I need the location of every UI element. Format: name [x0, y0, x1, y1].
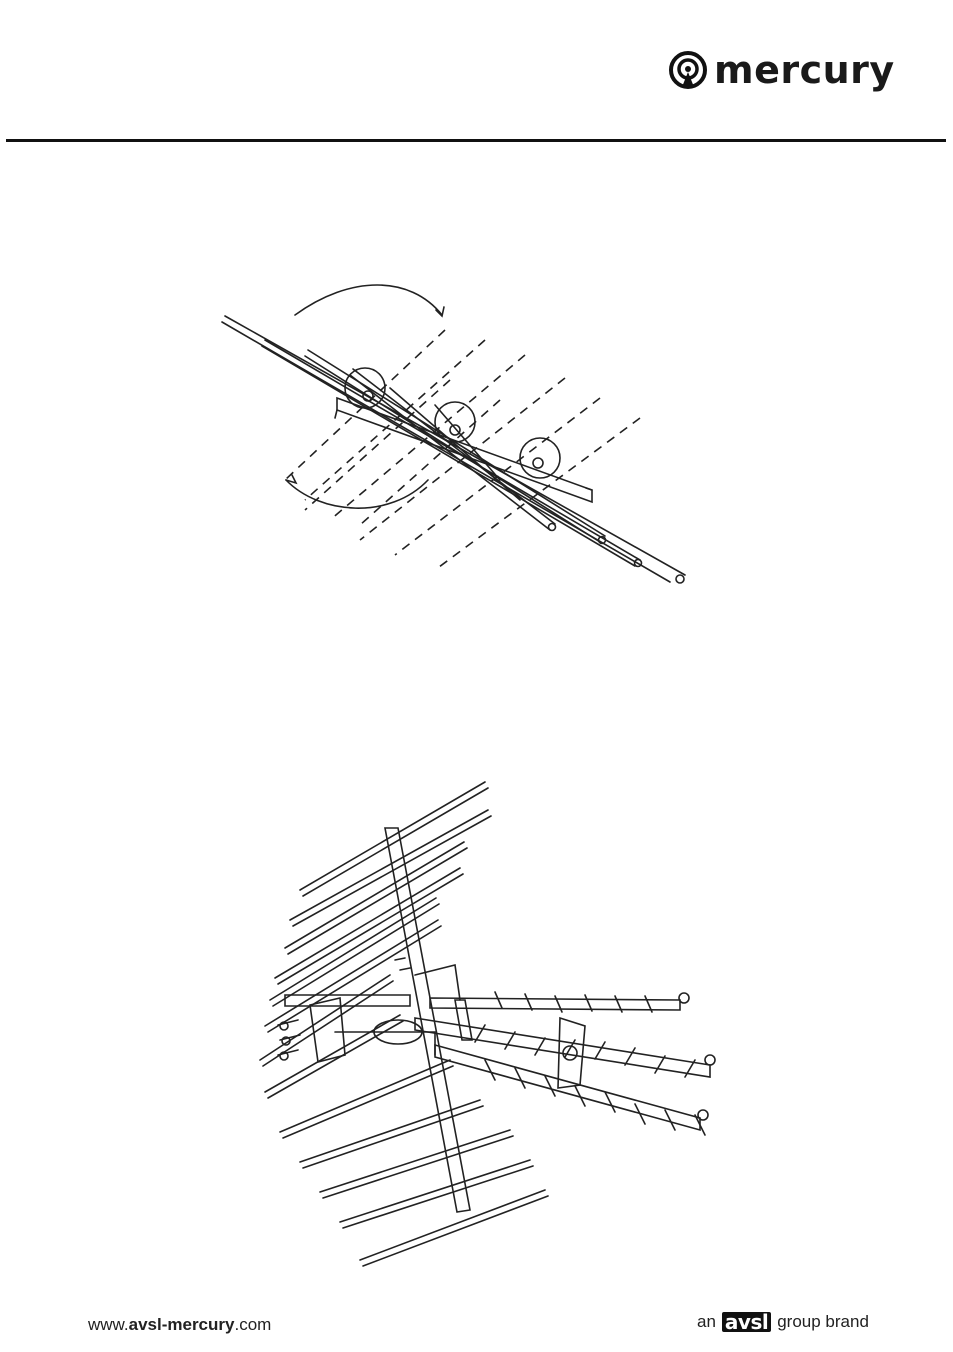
assembled-antenna-diagram	[240, 770, 740, 1310]
header-divider	[6, 139, 946, 142]
element-fold-out-diagram	[200, 270, 720, 600]
brand-suffix: group brand	[777, 1312, 869, 1332]
avsl-logo: avsl	[722, 1312, 771, 1332]
footer-brand: an avsl group brand	[697, 1312, 869, 1332]
mercury-dish-icon	[668, 50, 708, 90]
url-suffix: .com	[234, 1315, 271, 1334]
url-domain: avsl-mercury	[129, 1315, 235, 1334]
brand-prefix: an	[697, 1312, 716, 1332]
brand-logo: mercury	[668, 44, 895, 96]
brand-name: mercury	[714, 51, 895, 89]
url-prefix: www.	[88, 1315, 129, 1334]
footer-website[interactable]: www.avsl-mercury.com	[88, 1315, 271, 1335]
